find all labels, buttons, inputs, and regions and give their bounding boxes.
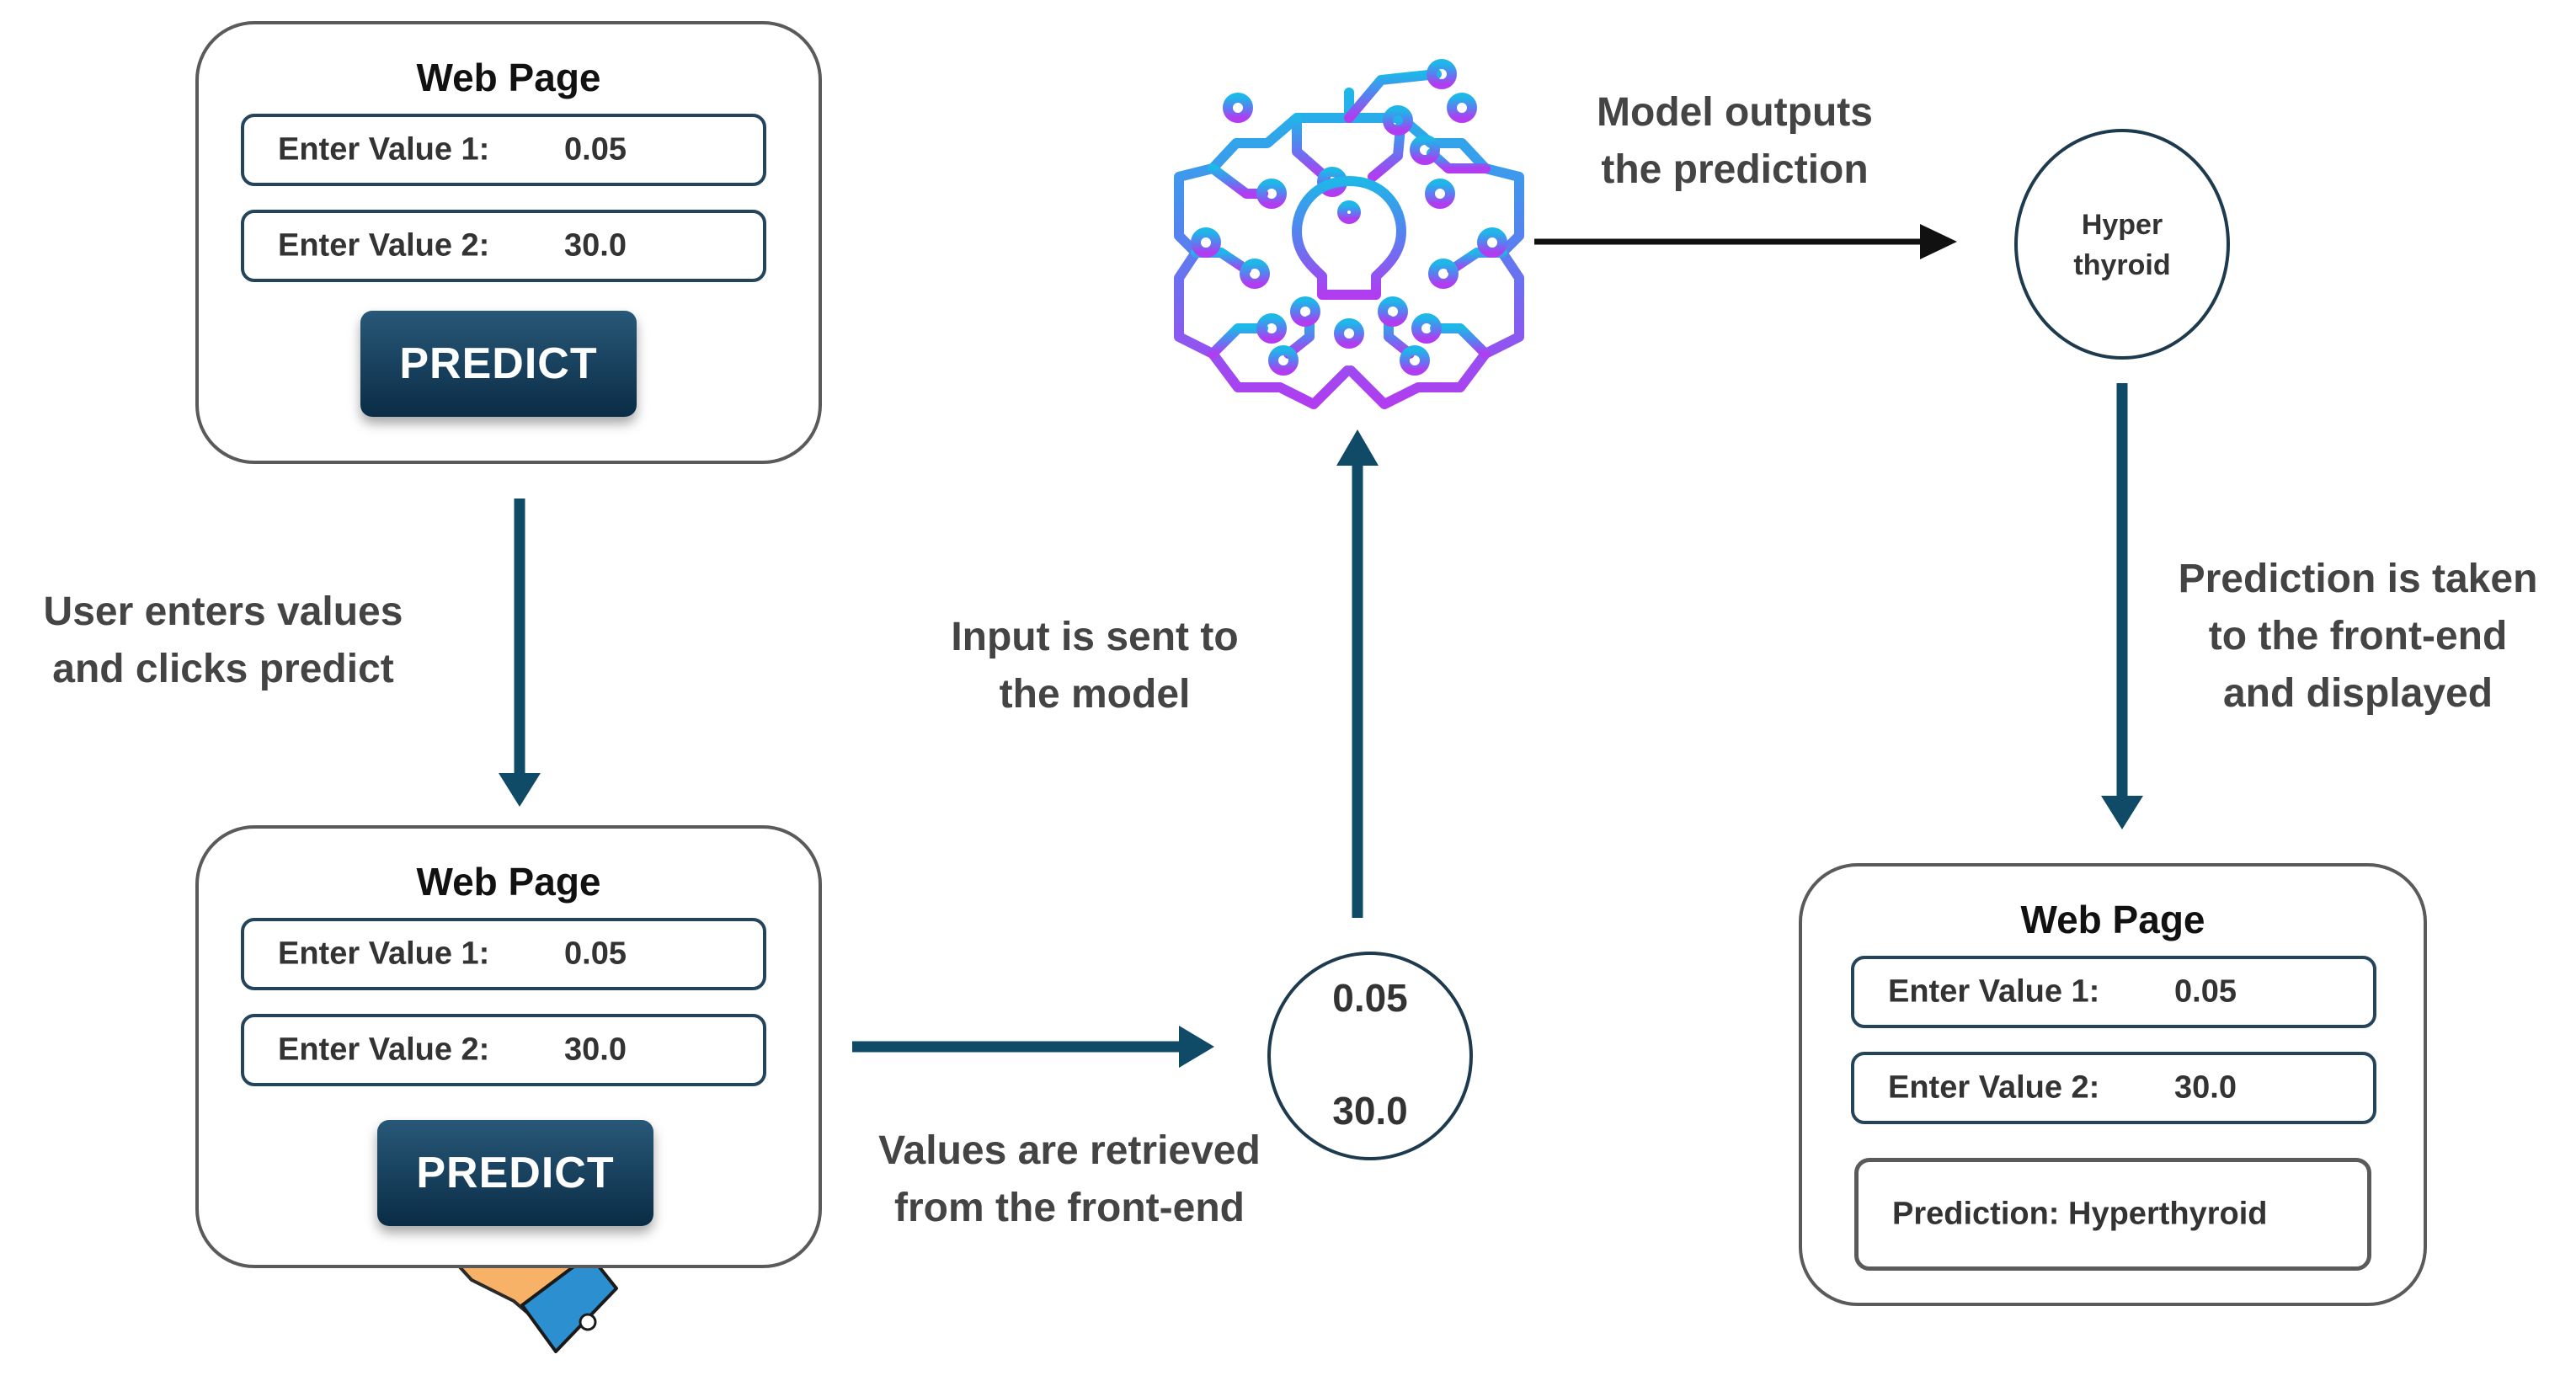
value-2-field[interactable]: Enter Value 2: 30.0 [241,1014,766,1086]
value-2-input[interactable]: 30.0 [564,227,627,264]
caption-model-outputs: Model outputs the prediction [1597,90,1873,192]
value-1-label: Enter Value 1: [278,936,490,972]
value-1-label: Enter Value 1: [1888,973,2100,1010]
prediction-output-text: Hyper thyroid [2073,209,2171,281]
web-page-2-title: Web Page [416,860,601,904]
arrow-down-right [2101,383,2143,829]
prediction-result-text: Prediction: Hyperthyroid [1892,1196,2268,1232]
web-page-3-title: Web Page [2020,898,2205,941]
predict-button[interactable]: PREDICT [360,311,637,417]
value-2-label: Enter Value 2: [278,227,490,264]
ai-brain-lightbulb-icon [1174,59,1524,409]
caption-values-retrieved: Values are retrieved from the front-end [878,1128,1261,1230]
caption-prediction-taken: Prediction is taken to the front-end and… [2178,557,2538,716]
web-page-3: Web Page Enter Value 1: 0.05 Enter Value… [1799,863,2427,1306]
value-2-label: Enter Value 2: [1888,1069,2100,1106]
value-1-label: Enter Value 1: [278,131,490,168]
web-page-1-title: Web Page [416,56,601,99]
caption-user-enters: User enters values and clicks predict [43,589,403,691]
value-2-input[interactable]: 30.0 [2174,1069,2237,1106]
value-1-field[interactable]: Enter Value 1: 0.05 [1851,956,2376,1028]
value-1-input[interactable]: 0.05 [564,131,627,168]
input-value-2: 30.0 [1332,1089,1408,1133]
value-2-field[interactable]: Enter Value 2: 30.0 [1851,1052,2376,1124]
value-1-input[interactable]: 0.05 [564,936,627,972]
prediction-output-node: Hyper thyroid [2014,129,2230,360]
value-2-label: Enter Value 2: [278,1032,490,1068]
web-page-1: Web Page Enter Value 1: 0.05 Enter Value… [195,21,822,464]
caption-input-sent: Input is sent to the model [951,615,1239,717]
prediction-result-box: Prediction: Hyperthyroid [1854,1158,2371,1271]
arrow-right-to-values [852,1026,1214,1068]
input-values-node: 0.05 30.0 [1267,952,1473,1160]
value-1-input[interactable]: 0.05 [2174,973,2237,1010]
web-page-2: Web Page Enter Value 1: 0.05 Enter Value… [195,825,822,1268]
arrow-down-left [499,499,541,807]
value-2-input[interactable]: 30.0 [564,1032,627,1068]
arrow-right-to-output [1534,224,1957,259]
arrow-up-to-model [1336,429,1379,918]
value-1-field[interactable]: Enter Value 1: 0.05 [241,114,766,186]
value-2-field[interactable]: Enter Value 2: 30.0 [241,210,766,282]
predict-button[interactable]: PREDICT [377,1120,653,1226]
input-value-1: 0.05 [1332,976,1408,1020]
value-1-field[interactable]: Enter Value 1: 0.05 [241,918,766,990]
